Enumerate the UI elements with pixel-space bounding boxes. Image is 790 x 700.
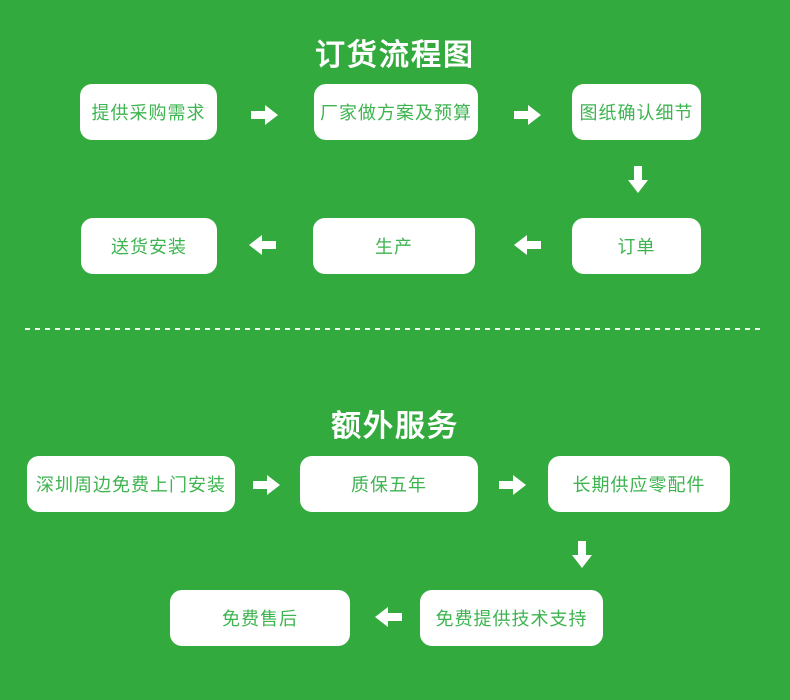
arrow-right-icon xyxy=(251,105,278,125)
arrow-left-icon xyxy=(514,235,541,255)
dashed-divider xyxy=(25,328,765,330)
extra-step-spare-parts-supply: 长期供应零配件 xyxy=(548,456,730,512)
arrow-right-icon xyxy=(514,105,541,125)
extra-step-free-after-sales: 免费售后 xyxy=(170,590,350,646)
extra-step-five-year-warranty: 质保五年 xyxy=(300,456,478,512)
ordering-step-drawing-confirm: 图纸确认细节 xyxy=(572,84,701,140)
arrow-left-icon xyxy=(249,235,276,255)
arrow-down-icon xyxy=(628,166,648,193)
ordering-step-provide-requirements: 提供采购需求 xyxy=(80,84,217,140)
extra-step-free-onsite-install: 深圳周边免费上门安装 xyxy=(27,456,235,512)
ordering-section-title: 订货流程图 xyxy=(315,39,475,72)
arrow-right-icon xyxy=(499,475,526,495)
ordering-step-delivery-install: 送货安装 xyxy=(81,218,217,274)
ordering-step-production: 生产 xyxy=(313,218,475,274)
arrow-right-icon xyxy=(253,475,280,495)
extra-section-title: 额外服务 xyxy=(331,410,459,443)
ordering-step-order: 订单 xyxy=(572,218,701,274)
arrow-left-icon xyxy=(375,607,402,627)
ordering-step-factory-plan-budget: 厂家做方案及预算 xyxy=(314,84,478,140)
arrow-down-icon xyxy=(572,541,592,568)
extra-step-free-tech-support: 免费提供技术支持 xyxy=(420,590,603,646)
